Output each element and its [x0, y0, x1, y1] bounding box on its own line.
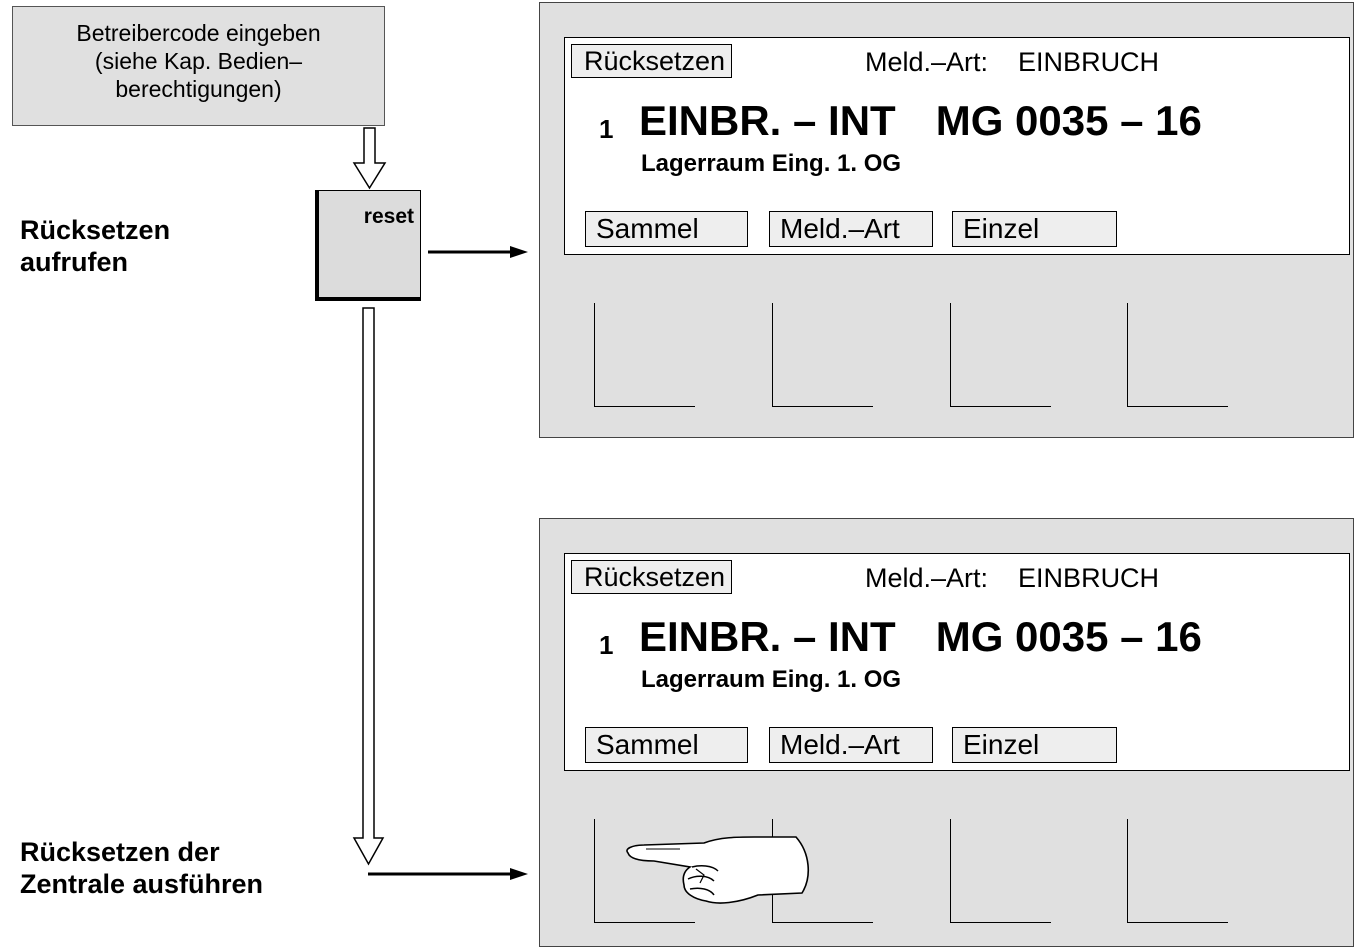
operator-code-box: Betreibercode eingeben (siehe Kap. Bedie… — [12, 6, 385, 126]
down-arrow-icon — [352, 127, 387, 190]
right-arrow-icon — [428, 246, 528, 258]
function-key-4[interactable] — [1127, 819, 1228, 923]
message-index: 1 — [599, 114, 614, 144]
alarm-title: EINBR. – INT MG 0035 – 16 — [639, 96, 1202, 146]
alarm-location: Lagerraum Eing. 1. OG — [641, 666, 902, 693]
control-panel-2: Rücksetzen Meld.–Art: EINBRUCH 1 EINBR. –… — [539, 518, 1354, 947]
alarm-type: EINBR. – INT — [639, 613, 896, 660]
step-call-reset-line-2: aufrufen — [20, 247, 128, 277]
step-call-reset-line-1: Rücksetzen — [20, 215, 171, 245]
message-type-value: EINBRUCH — [1018, 563, 1160, 593]
control-panel-1: Rücksetzen Meld.–Art: EINBRUCH 1 EINBR. –… — [539, 2, 1354, 438]
pointing-hand-icon — [626, 836, 810, 904]
function-key-3[interactable] — [950, 303, 1051, 407]
message-type-value: EINBRUCH — [1018, 47, 1160, 77]
function-key-2[interactable] — [772, 303, 873, 407]
display-screen-1: Rücksetzen Meld.–Art: EINBRUCH 1 EINBR. –… — [564, 37, 1350, 255]
softkey-einzel[interactable]: Einzel — [952, 211, 1117, 247]
step-execute-line-2: Zentrale ausführen — [20, 869, 264, 899]
operator-code-line-2: (siehe Kap. Bedien– — [94, 48, 303, 74]
softkey-meld-art[interactable]: Meld.–Art — [769, 727, 933, 763]
softkey-sammel[interactable]: Sammel — [585, 211, 748, 247]
function-key-1[interactable] — [594, 819, 695, 923]
softkey-sammel[interactable]: Sammel — [585, 727, 748, 763]
message-type: Meld.–Art: EINBRUCH — [865, 46, 1159, 78]
function-key-4[interactable] — [1127, 303, 1228, 407]
operator-code-line-3: berechtigungen) — [115, 76, 282, 102]
alarm-group: MG 0035 – 16 — [935, 613, 1202, 660]
operator-code-line-1: Betreibercode eingeben — [76, 20, 321, 46]
alarm-type: EINBR. – INT — [639, 97, 896, 144]
right-arrow-icon — [368, 868, 528, 880]
alarm-group: MG 0035 – 16 — [935, 97, 1202, 144]
step-execute-reset: Rücksetzen der Zentrale ausführen — [20, 836, 263, 900]
reset-soft-button[interactable]: Rücksetzen — [571, 560, 733, 594]
softkey-einzel[interactable]: Einzel — [952, 727, 1117, 763]
reset-key[interactable]: reset — [315, 190, 421, 301]
alarm-title: EINBR. – INT MG 0035 – 16 — [639, 612, 1202, 662]
display-screen-2: Rücksetzen Meld.–Art: EINBRUCH 1 EINBR. –… — [564, 553, 1350, 771]
down-arrow-icon — [352, 307, 385, 866]
message-index: 1 — [599, 630, 614, 660]
alarm-location: Lagerraum Eing. 1. OG — [641, 150, 902, 177]
message-type-label: Meld.–Art: — [865, 563, 989, 593]
step-call-reset: Rücksetzen aufrufen — [20, 214, 170, 278]
function-key-3[interactable] — [950, 819, 1051, 923]
message-type-label: Meld.–Art: — [865, 47, 989, 77]
message-type: Meld.–Art: EINBRUCH — [865, 562, 1159, 594]
softkey-meld-art[interactable]: Meld.–Art — [769, 211, 933, 247]
step-execute-line-1: Rücksetzen der — [20, 837, 220, 867]
reset-soft-button[interactable]: Rücksetzen — [571, 44, 733, 78]
reset-key-label: reset — [363, 205, 414, 228]
function-key-1[interactable] — [594, 303, 695, 407]
